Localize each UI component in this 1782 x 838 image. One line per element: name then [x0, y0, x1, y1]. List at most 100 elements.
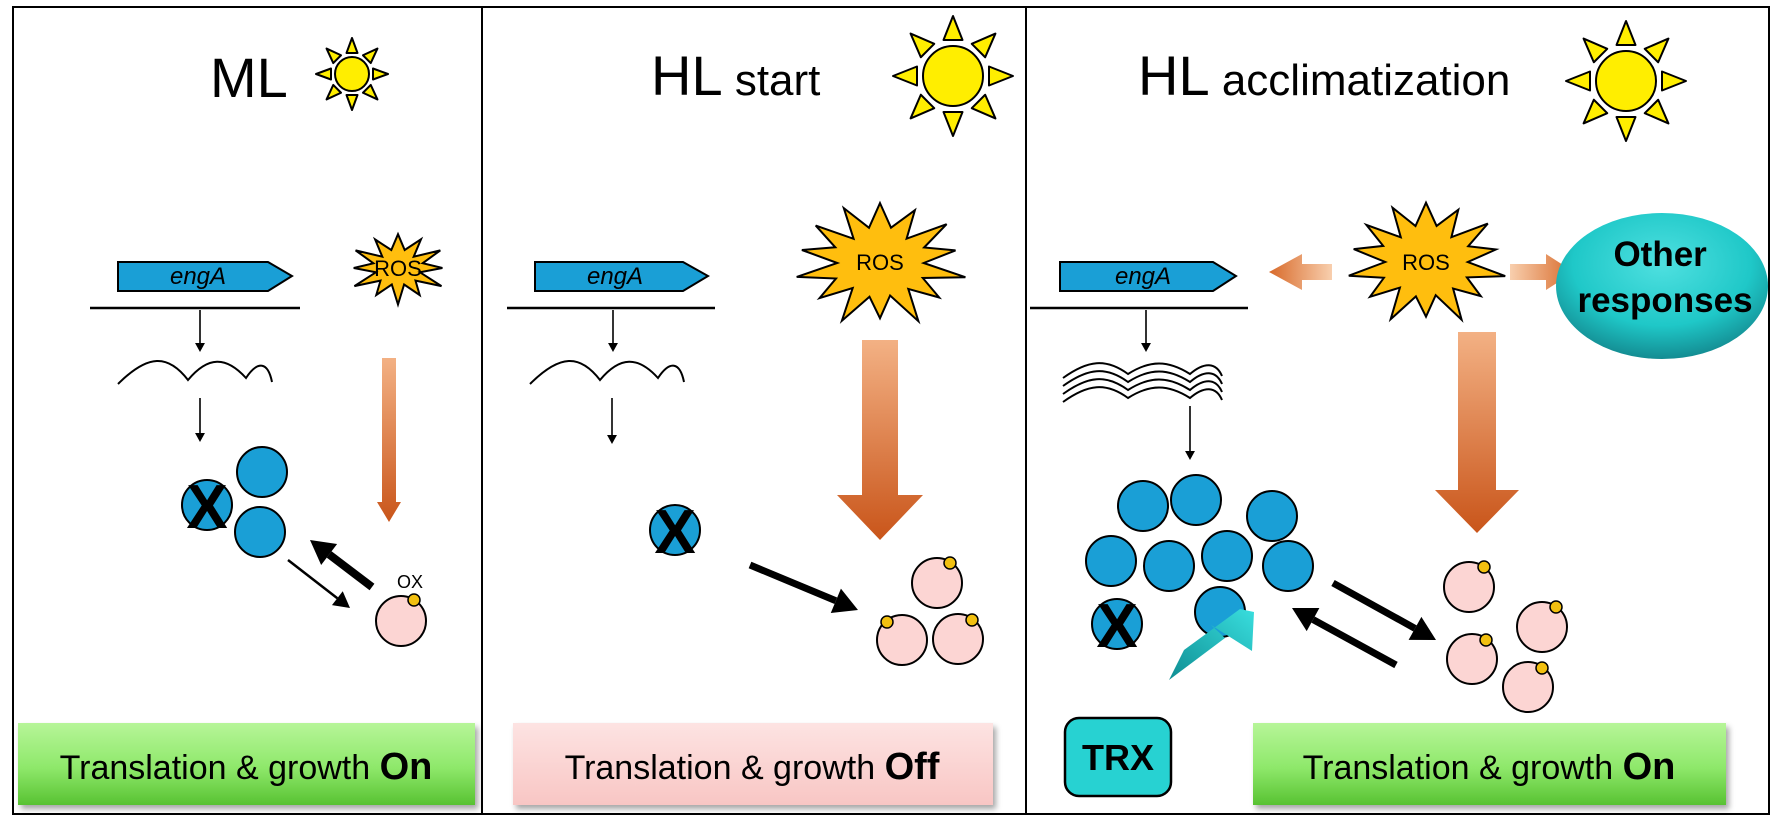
oxidized-protein — [375, 595, 427, 647]
ros-label: ROS — [856, 250, 904, 275]
oxidation-dot — [1535, 661, 1549, 675]
sun-ray — [315, 67, 332, 81]
sun-ray — [942, 15, 964, 41]
oxidation-dot — [407, 593, 421, 607]
ribosome — [1143, 540, 1195, 592]
status-bar-state: On — [380, 746, 433, 788]
status-bar-on — [1253, 723, 1726, 805]
sun-icon — [892, 15, 1014, 137]
arrow-down — [607, 398, 617, 444]
arrow-shaft — [748, 561, 838, 604]
ros-star — [353, 231, 443, 308]
sun-ray — [942, 111, 964, 137]
sun-ray — [909, 93, 936, 120]
trx-label: TRX — [1082, 737, 1154, 778]
sun-ray — [325, 83, 343, 101]
sun-disc — [334, 56, 370, 92]
arrow-shaft — [287, 559, 339, 600]
sun-disc — [922, 45, 984, 107]
oxidation-dot — [880, 615, 894, 629]
sun-icon — [1565, 20, 1687, 142]
arrow-head — [1292, 607, 1320, 632]
ros-arrow-down — [1435, 332, 1519, 533]
panel-title-main: HL — [651, 44, 723, 107]
panel-title: HL start — [651, 44, 820, 107]
ribosome — [234, 506, 286, 558]
arrow-head — [1141, 343, 1151, 352]
ribosome — [1091, 598, 1143, 650]
mrna-wave — [1062, 386, 1223, 403]
trx-arrow — [1169, 609, 1254, 680]
arrow-shaft — [1311, 616, 1398, 669]
ros-star — [796, 200, 966, 325]
status-bar-label: Translation & growth On — [60, 746, 433, 788]
sun-ray — [361, 83, 379, 101]
sun-ray — [970, 32, 997, 59]
sun-ray — [1615, 116, 1637, 142]
fat-arrow-shape — [377, 358, 401, 522]
mrna-waves — [1062, 362, 1223, 403]
sun-ray — [345, 37, 359, 54]
ros-label: ROS — [374, 256, 422, 281]
arrow-down — [608, 310, 618, 352]
arrow-head — [1185, 451, 1195, 460]
oxidation-dot — [1477, 560, 1491, 574]
oxidized-protein — [1516, 601, 1568, 653]
x-mark: X — [654, 498, 695, 567]
oxidation-dot — [943, 556, 957, 570]
arrow-down — [195, 310, 205, 352]
sun-ray — [1582, 37, 1609, 64]
fat-arrow-shape — [1435, 332, 1519, 533]
oxidation-dot — [1549, 600, 1563, 614]
ribosome — [1170, 474, 1222, 526]
arrow-head — [830, 588, 858, 613]
status-bar-text: Translation & growth — [565, 749, 885, 787]
ribosome — [1085, 535, 1137, 587]
mrna-wave — [1062, 370, 1223, 387]
sun-ray — [1643, 37, 1670, 64]
trx-box — [1063, 716, 1173, 798]
arrow-head — [310, 540, 338, 566]
status-bar-label: Translation & growth Off — [565, 746, 940, 788]
arrow-down — [195, 398, 205, 442]
ros-burst — [1348, 200, 1506, 323]
ros-arrow-down — [837, 340, 923, 540]
sun-ray — [325, 47, 343, 65]
sun-ray — [988, 65, 1014, 87]
sun-ray — [1661, 70, 1687, 92]
status-bar-label: Translation & growth On — [1303, 746, 1676, 788]
oxidized-protein — [911, 557, 963, 609]
other-responses-ellipse — [1556, 213, 1768, 359]
x-mark: X — [1096, 592, 1137, 661]
other-responses-label: Other responses — [1577, 235, 1752, 320]
arrow-head — [608, 343, 618, 352]
status-bar-on — [18, 723, 475, 805]
panel-title: ML — [210, 46, 288, 109]
panel-title-sub: acclimatization — [1210, 56, 1511, 105]
sun-ray — [372, 67, 389, 81]
ribosome — [649, 504, 701, 556]
oxidized-protein — [1443, 561, 1495, 613]
ros-burst — [353, 231, 443, 308]
sun-ray — [1615, 20, 1637, 46]
ribosome — [181, 479, 233, 531]
sun-ray — [361, 47, 379, 65]
arrow-exchange-forward — [287, 559, 350, 608]
sun-ray — [1582, 98, 1609, 125]
mrna-wave — [1062, 362, 1223, 379]
fat-arrow-shape — [837, 340, 923, 540]
arrow-head — [607, 435, 617, 444]
ros-arrow-down — [377, 358, 401, 522]
gene-label: engA — [170, 263, 226, 290]
panel-ml: ML engA X ROS OX Translation & growth On — [18, 37, 475, 805]
mrna-wave — [117, 360, 273, 385]
oxidation-dot — [1479, 633, 1493, 647]
ros-burst — [796, 200, 966, 325]
other-responses-line-1: Other — [1613, 235, 1707, 274]
ribosome — [1117, 480, 1169, 532]
panel-frame — [12, 6, 1770, 815]
panel-title-sub: start — [723, 56, 821, 105]
arrow-head — [195, 433, 205, 442]
mrna-wave — [1062, 378, 1223, 395]
